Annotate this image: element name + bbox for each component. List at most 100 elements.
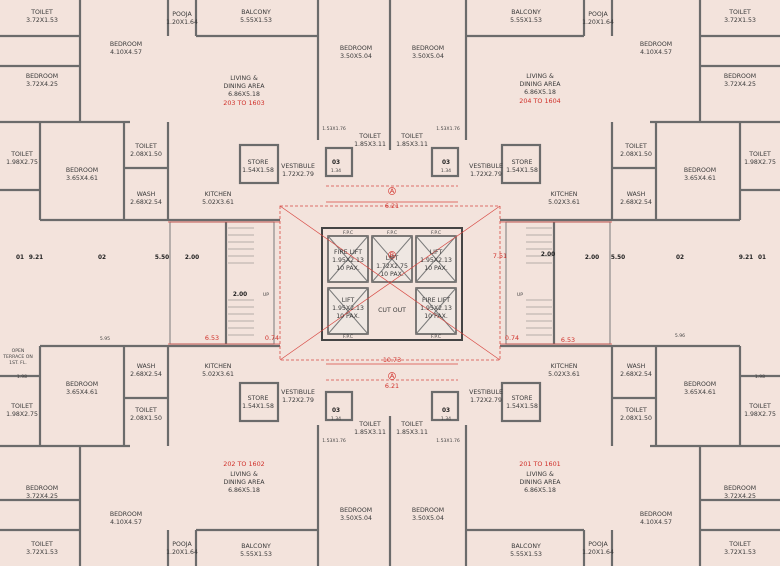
- label-dim: 2.68X2.54: [620, 371, 652, 378]
- label-balcony: BALCONY: [511, 543, 541, 550]
- label-dim: 3.50X5.04: [340, 515, 372, 522]
- label-dim: 1.54X1.58: [242, 167, 274, 174]
- label-fpc: F.P.C: [431, 230, 441, 236]
- label-fpc: F.P.C: [343, 334, 353, 340]
- label-dim: 3.72X4.25: [26, 81, 58, 88]
- room-labels: TOILET 3.72X1.53 BEDROOM 4.10X4.57 POOJA…: [2, 9, 776, 558]
- label-toilet: TOILET: [624, 143, 647, 150]
- label-dim: 1.85X3.11: [354, 141, 386, 148]
- label-bedroom: BEDROOM: [640, 511, 672, 518]
- marker-01: 01: [16, 255, 24, 261]
- label-dim: 1.20X1.64: [582, 549, 614, 556]
- label-dim: 1.53X1.76: [436, 126, 460, 132]
- grid-marker-a: A: [390, 372, 395, 380]
- label-capacity: 10 PAX.: [336, 313, 360, 320]
- label-dim: 3.72X1.53: [26, 549, 58, 556]
- label-dim: 1.95X2.13: [420, 305, 452, 312]
- label-dim: 5.02X3.61: [548, 199, 580, 206]
- label-dim: 6.86X5.18: [228, 487, 260, 494]
- label-dim: 4.10X4.57: [110, 49, 142, 56]
- marker-134: 1.34: [441, 416, 451, 422]
- label-living: LIVING &: [526, 471, 554, 478]
- label-dim: 1.54X1.58: [242, 403, 274, 410]
- label-dining: DINING AREA: [519, 81, 561, 88]
- label-toilet: TOILET: [30, 9, 53, 16]
- label-pooja: POOJA: [588, 541, 608, 548]
- label-dim: 1.98X2.75: [744, 159, 776, 166]
- marker-02: 02: [98, 255, 106, 261]
- label-dim: 1.85X3.11: [396, 141, 428, 148]
- label-bedroom: BEDROOM: [684, 381, 716, 388]
- label-open-terrace: TERRACE ON: [2, 354, 33, 360]
- label-dim: 3.72X4.25: [724, 81, 756, 88]
- label-dim: 1.72X2.79: [470, 171, 502, 178]
- label-pooja: POOJA: [172, 11, 192, 18]
- label-bedroom: BEDROOM: [640, 41, 672, 48]
- label-fire-lift: FIRE LIFT: [334, 249, 362, 256]
- label-pooja: POOJA: [588, 11, 608, 18]
- label-dim: 1.20X1.64: [166, 19, 198, 26]
- label-dim: 5.02X3.61: [202, 371, 234, 378]
- label-dim: 1.98X2.75: [6, 411, 38, 418]
- marker-1073: 10.73: [383, 356, 401, 364]
- unit-code-bottom-right: 201 TO 1601: [519, 460, 560, 468]
- label-wash: WASH: [627, 191, 646, 198]
- marker-02: 02: [676, 255, 684, 261]
- marker-653: 6.53: [205, 334, 219, 342]
- label-dim: 1.53X1.76: [436, 438, 460, 444]
- label-dim: 1.53X1.76: [322, 126, 346, 132]
- label-dining: DINING AREA: [519, 479, 561, 486]
- label-dim: 5.02X3.61: [202, 199, 234, 206]
- marker-596: 5.96: [675, 333, 685, 339]
- marker-200: 2.00: [585, 255, 599, 261]
- label-dim: 1.54X1.58: [506, 167, 538, 174]
- label-capacity: 10 PAX.: [424, 265, 448, 272]
- marker-134: 1.34: [441, 168, 451, 174]
- label-kitchen: KITCHEN: [551, 363, 578, 370]
- label-living: LIVING &: [230, 75, 258, 82]
- label-toilet: TOILET: [30, 541, 53, 548]
- label-capacity: 10 PAX.: [336, 265, 360, 272]
- label-dim: 2.08X1.50: [130, 151, 162, 158]
- label-balcony: BALCONY: [241, 9, 271, 16]
- label-dim: 3.50X5.04: [340, 53, 372, 60]
- marker-074: 0.74: [505, 334, 519, 342]
- marker-03: 03: [442, 408, 450, 414]
- marker-621: 6.21: [385, 382, 399, 390]
- label-toilet: TOILET: [728, 9, 751, 16]
- label-vestibule: VESTIBULE: [469, 389, 503, 396]
- label-dim: 2.08X1.50: [130, 415, 162, 422]
- label-dim: 1.72X2.75: [376, 263, 408, 270]
- label-dim: 2.68X2.54: [130, 199, 162, 206]
- label-dim: 1.98X2.75: [6, 159, 38, 166]
- label-dim: 3.50X5.04: [412, 53, 444, 60]
- label-dim: 3.72X1.53: [26, 17, 58, 24]
- label-living: LIVING &: [230, 471, 258, 478]
- marker-198: 1.98: [17, 374, 27, 380]
- label-bedroom: BEDROOM: [26, 485, 58, 492]
- label-bedroom: BEDROOM: [26, 73, 58, 80]
- label-toilet: TOILET: [400, 421, 423, 428]
- label-wash: WASH: [137, 363, 156, 370]
- label-dim: 2.08X1.50: [620, 415, 652, 422]
- label-toilet: TOILET: [400, 133, 423, 140]
- label-toilet: TOILET: [358, 133, 381, 140]
- label-dim: 1.72X2.79: [282, 397, 314, 404]
- marker-921: 9.21: [739, 255, 753, 261]
- label-dim: 1.20X1.64: [582, 19, 614, 26]
- label-vestibule: VESTIBULE: [281, 163, 315, 170]
- label-dim: 1.72X2.79: [282, 171, 314, 178]
- grid-marker-a: A: [390, 187, 395, 195]
- label-dim: 5.02X3.61: [548, 371, 580, 378]
- label-dim: 2.68X2.54: [620, 199, 652, 206]
- unit-code-top-left: 203 TO 1603: [223, 99, 264, 107]
- marker-01: 01: [758, 255, 766, 261]
- label-dim: 6.86X5.18: [524, 487, 556, 494]
- lift-core: [321, 227, 463, 341]
- marker-595: 5.95: [100, 336, 110, 342]
- label-balcony: BALCONY: [241, 543, 271, 550]
- label-dim: 5.55X1.53: [240, 551, 272, 558]
- marker-198: 1.98: [755, 374, 765, 380]
- marker-03: 03: [442, 160, 450, 166]
- label-capacity: 10 PAX.: [424, 313, 448, 320]
